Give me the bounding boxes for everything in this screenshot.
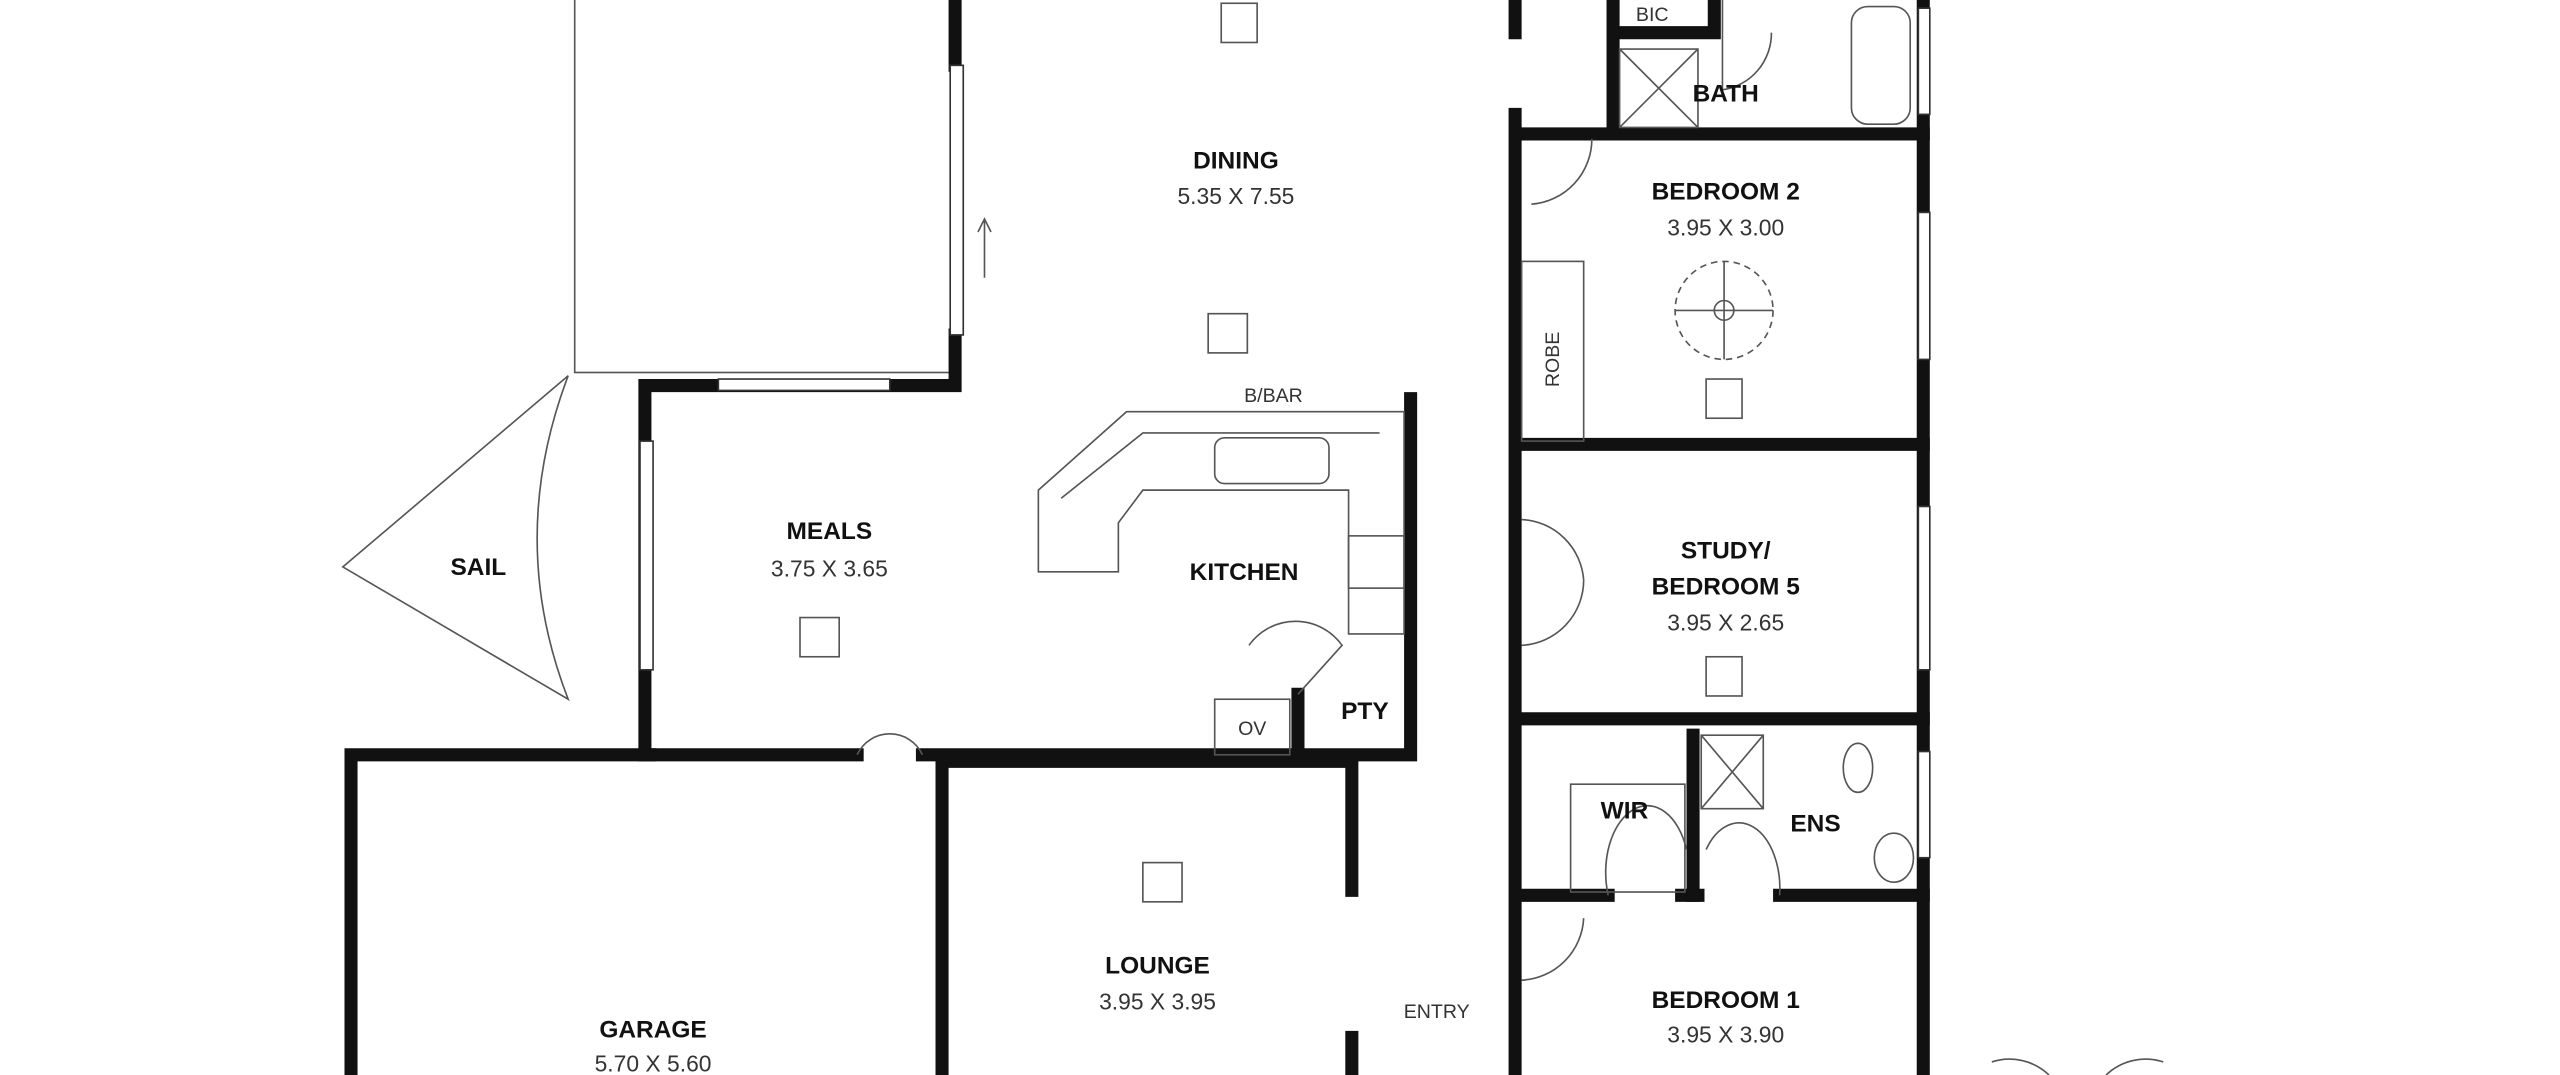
svg-text:PTY: PTY <box>1341 698 1389 725</box>
svg-text:3.95 X 2.65: 3.95 X 2.65 <box>1667 610 1784 636</box>
svg-text:STUDY/: STUDY/ <box>1681 538 1771 565</box>
svg-text:3.95 X 3.90: 3.95 X 3.90 <box>1667 1021 1784 1047</box>
sail-label: SAIL <box>450 554 506 581</box>
svg-text:5.70 X 5.60: 5.70 X 5.60 <box>595 1051 712 1075</box>
svg-text:BEDROOM 5: BEDROOM 5 <box>1652 574 1800 601</box>
room-labels: DINING 5.35 X 7.55 MEALS 3.75 X 3.65 KIT… <box>595 80 1841 1075</box>
svg-text:LOUNGE: LOUNGE <box>1105 953 1210 980</box>
svg-text:5.35 X 7.55: 5.35 X 7.55 <box>1177 183 1294 209</box>
ensuite-shower-icon <box>1700 734 1765 810</box>
bbar-label: B/BAR <box>1244 385 1303 407</box>
cooktop-icon <box>1347 535 1405 589</box>
walls <box>344 0 1930 1075</box>
toilet-icon <box>1842 742 1874 794</box>
svg-text:MEALS: MEALS <box>787 518 873 545</box>
svg-text:BATH: BATH <box>1693 80 1759 107</box>
basin-icon <box>1873 832 1915 884</box>
arrow-icon <box>977 217 992 278</box>
door-swings <box>856 0 1781 982</box>
svg-text:KITCHEN: KITCHEN <box>1190 559 1299 586</box>
shade-sail <box>341 375 570 702</box>
svg-text:GARAGE: GARAGE <box>599 1016 706 1043</box>
bathtub-icon <box>1850 5 1912 125</box>
windows <box>639 7 1931 859</box>
svg-text:BEDROOM 2: BEDROOM 2 <box>1652 178 1800 205</box>
bic-label: BIC <box>1636 4 1669 26</box>
sink-icon <box>1213 437 1330 485</box>
outdoor-area <box>573 0 956 374</box>
svg-text:ENS: ENS <box>1790 811 1840 838</box>
oven <box>1213 698 1291 756</box>
robe-label: ROBE <box>1542 332 1564 388</box>
robe <box>1520 260 1585 442</box>
ceiling-fan-icon <box>1674 260 1774 361</box>
wir-shelf <box>1569 783 1686 893</box>
oven-label: OV <box>1238 718 1266 740</box>
svg-text:3.95 X 3.95: 3.95 X 3.95 <box>1099 989 1216 1015</box>
external-door <box>1991 1058 2164 1075</box>
svg-text:DINING: DINING <box>1193 147 1279 174</box>
svg-text:3.95 X 3.00: 3.95 X 3.00 <box>1667 214 1784 240</box>
shower-icon <box>1618 48 1699 129</box>
svg-text:BEDROOM 1: BEDROOM 1 <box>1652 987 1800 1014</box>
svg-text:3.75 X 3.65: 3.75 X 3.65 <box>771 556 888 582</box>
kitchen-bench <box>1037 410 1405 635</box>
vent-icons <box>799 2 1743 903</box>
entry-label: ENTRY <box>1404 1001 1470 1023</box>
svg-text:WIR: WIR <box>1601 797 1649 824</box>
